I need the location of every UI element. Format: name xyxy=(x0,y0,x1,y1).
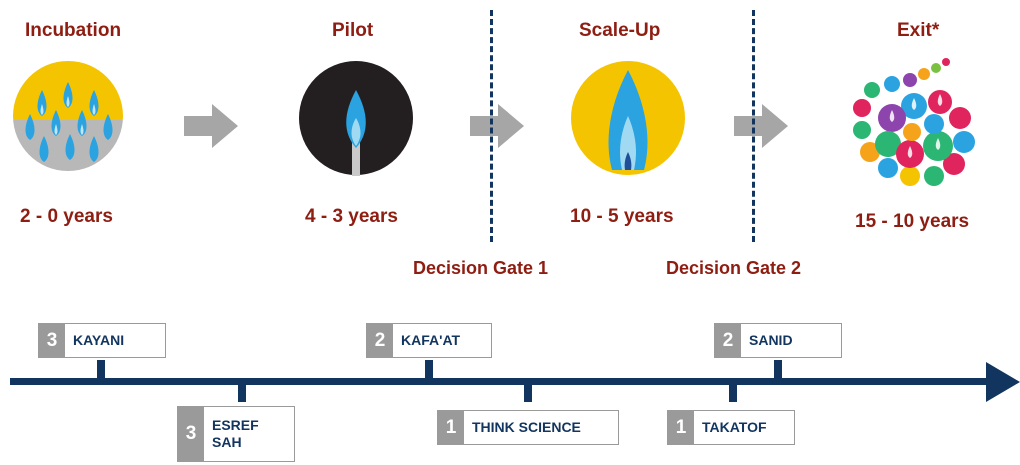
stage-title-exit: Exit* xyxy=(897,20,940,41)
decision-gate-2-label: Decision Gate 2 xyxy=(666,258,802,278)
program-number-badge: 1 xyxy=(668,411,694,444)
program-tag-kayani: 3 KAYANI xyxy=(38,323,166,358)
timeline-tick-sanid xyxy=(774,360,782,380)
program-number-badge: 2 xyxy=(367,324,393,357)
timeline-axis xyxy=(10,378,990,385)
stage-years-scale-up: 10 - 5 years xyxy=(570,206,674,227)
program-number-badge: 3 xyxy=(39,324,65,357)
flames-on-yellow-gray-icon xyxy=(13,61,123,171)
stage-title-scale-up: Scale-Up xyxy=(579,20,661,41)
right-arrow-icon xyxy=(470,104,524,148)
single-flame-dark-icon xyxy=(299,61,413,176)
timeline-tick-kafaat xyxy=(425,360,433,380)
right-arrow-icon xyxy=(734,104,788,148)
stage-title-incubation: Incubation xyxy=(25,20,122,41)
program-tag-think-science: 1 THINK SCIENCE xyxy=(437,410,619,445)
decision-gate-2-line xyxy=(752,10,755,242)
stage-years-pilot: 4 - 3 years xyxy=(305,206,398,227)
program-number-badge: 1 xyxy=(438,411,464,444)
timeline-tick-kayani xyxy=(97,360,105,380)
stage-title-pilot: Pilot xyxy=(332,20,374,41)
right-arrow-icon xyxy=(184,104,238,148)
program-tag-takatof: 1 TAKATOF xyxy=(667,410,795,445)
colorful-circles-spiral-icon xyxy=(853,58,975,186)
program-label: KAFA'AT xyxy=(401,331,461,348)
timeline-tick-think-science xyxy=(524,382,532,402)
program-label: KAYANI xyxy=(73,331,125,348)
timeline-tick-esref-sah xyxy=(238,382,246,402)
timeline-tick-takatof xyxy=(729,382,737,402)
program-label: ESREF SAH xyxy=(212,416,259,451)
stage-years-incubation: 2 - 0 years xyxy=(20,206,113,227)
program-tag-sanid: 2 SANID xyxy=(714,323,842,358)
large-flame-yellow-icon xyxy=(571,61,685,175)
program-label: TAKATOF xyxy=(702,418,767,435)
program-number-badge: 3 xyxy=(178,407,204,461)
decision-gate-1-label: Decision Gate 1 xyxy=(413,258,549,278)
program-number-badge: 2 xyxy=(715,324,741,357)
program-label: SANID xyxy=(749,331,793,348)
program-tag-kafaat: 2 KAFA'AT xyxy=(366,323,492,358)
timeline-arrowhead-icon xyxy=(986,362,1020,402)
program-label: THINK SCIENCE xyxy=(472,418,581,435)
decision-gate-1-line xyxy=(490,10,493,242)
program-tag-esref-sah: 3 ESREF SAH xyxy=(177,406,295,462)
stage-years-exit: 15 - 10 years xyxy=(855,211,970,232)
